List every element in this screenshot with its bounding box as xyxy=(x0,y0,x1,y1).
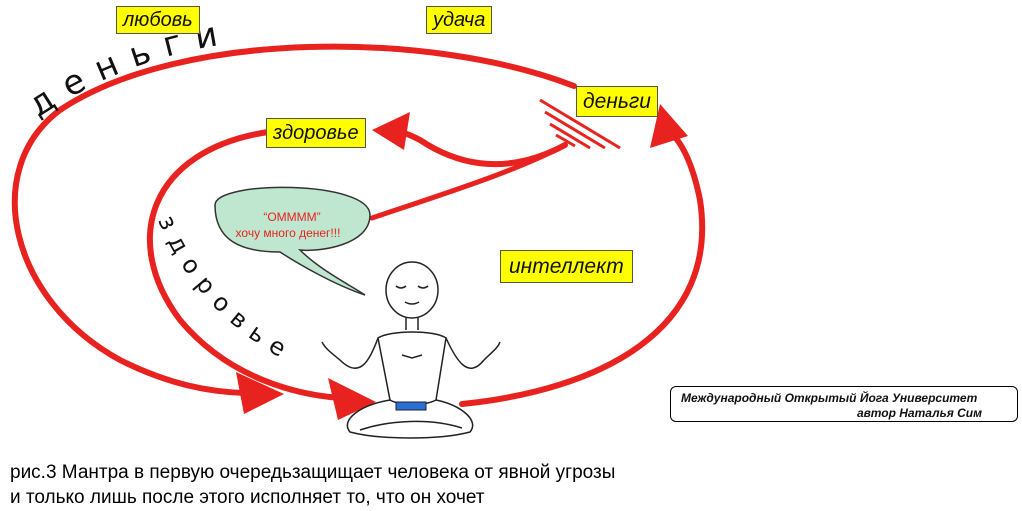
inner-loop-arrow xyxy=(146,129,343,401)
impact-lines xyxy=(539,98,621,150)
label-money: деньги xyxy=(576,86,658,117)
deflected-arrowhead xyxy=(372,112,410,150)
figure-caption: рис.3 Мантра в первую очередьзащищает че… xyxy=(10,460,615,510)
label-love: любовь xyxy=(116,6,200,34)
shorts xyxy=(395,401,427,411)
right-loop-arrow xyxy=(459,127,706,407)
label-luck: удача xyxy=(426,6,493,34)
deflected-arrow xyxy=(382,127,568,168)
label-health: здоровье xyxy=(266,118,366,148)
outer-loop-arrowhead xyxy=(236,372,284,414)
credit-box: Международный Открытый Йога Университет … xyxy=(670,386,1018,422)
inner-loop-arrowhead xyxy=(328,378,376,420)
label-intellect: интеллект xyxy=(500,250,633,283)
credit-author: автор Наталья Сим xyxy=(857,406,982,420)
credit-university: Международный Открытый Йога Университет xyxy=(681,391,978,405)
bubble-text-line2: хочу много денег!!! xyxy=(236,226,341,240)
caption-line1: рис.3 Мантра в первую очередьзащищает че… xyxy=(10,462,616,483)
outer-loop-arrow xyxy=(11,43,577,396)
meditating-figure xyxy=(321,261,501,439)
bubble-text-line1: “ОММММ” xyxy=(263,210,320,224)
right-loop-arrowhead xyxy=(650,104,688,148)
caption-line2: и только лишь после этого исполняет то, … xyxy=(10,487,485,508)
speech-bubble xyxy=(214,186,371,296)
